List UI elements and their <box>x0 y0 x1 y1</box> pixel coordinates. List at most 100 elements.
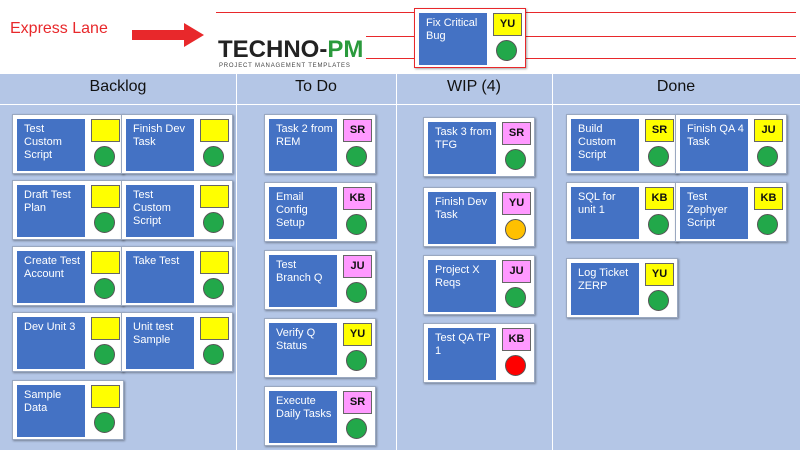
status-dot-icon <box>346 214 367 235</box>
card-title: Verify Q Status <box>269 323 337 375</box>
card-title: Test Custom Script <box>126 185 194 237</box>
status-dot-icon <box>505 219 526 240</box>
card-title: Test Custom Script <box>17 119 85 171</box>
logo-text-right: PM <box>327 36 364 63</box>
express-lane: Express Lane TECHNO-PM PROJECT MANAGEMEN… <box>0 0 800 75</box>
status-dot-icon <box>203 344 224 365</box>
techno-pm-logo: TECHNO-PM PROJECT MANAGEMENT TEMPLATES <box>214 33 366 75</box>
task-card[interactable]: Test Zephyer Script KB <box>675 182 787 242</box>
assignee-tag: KB <box>343 187 372 210</box>
card-title: Create Test Account <box>17 251 85 303</box>
assignee-tag <box>91 317 120 340</box>
card-title: Fix Critical Bug <box>419 13 487 65</box>
status-dot-icon <box>648 214 669 235</box>
card-title: Test Zephyer Script <box>680 187 748 239</box>
status-dot-icon <box>94 412 115 433</box>
card-title: Email Config Setup <box>269 187 337 239</box>
lane-divider-3 <box>552 72 553 450</box>
task-card[interactable]: Test Branch Q JU <box>264 250 376 310</box>
status-dot-icon <box>346 350 367 371</box>
assignee-tag: YU <box>493 13 522 36</box>
task-card[interactable]: Create Test Account <box>12 246 124 306</box>
task-card[interactable]: Test Custom Script <box>121 180 233 240</box>
lanes-header-border <box>0 104 800 105</box>
status-dot-icon <box>94 344 115 365</box>
status-dot-icon <box>648 290 669 311</box>
assignee-tag: YU <box>343 323 372 346</box>
task-card[interactable]: Finish Dev Task <box>121 114 233 174</box>
card-title: Build Custom Script <box>571 119 639 171</box>
task-card[interactable]: Dev Unit 3 <box>12 312 124 372</box>
card-title: Test QA TP 1 <box>428 328 496 380</box>
assignee-tag: JU <box>343 255 372 278</box>
status-dot-icon <box>505 287 526 308</box>
card-title: Project X Reqs <box>428 260 496 312</box>
red-arrow-right-icon <box>132 23 204 47</box>
task-card[interactable]: Sample Data <box>12 380 124 440</box>
status-dot-icon <box>203 146 224 167</box>
status-dot-icon <box>757 146 778 167</box>
status-dot-icon <box>203 212 224 233</box>
card-title: Execute Daily Tasks <box>269 391 337 443</box>
task-card[interactable]: Unit test Sample <box>121 312 233 372</box>
task-card[interactable]: Test QA TP 1 KB <box>423 323 535 383</box>
task-card[interactable]: Take Test <box>121 246 233 306</box>
assignee-tag: YU <box>502 192 531 215</box>
card-title: SQL for unit 1 <box>571 187 639 239</box>
assignee-tag: SR <box>343 391 372 414</box>
card-title: Finish Dev Task <box>428 192 496 244</box>
status-dot-icon <box>346 146 367 167</box>
logo-text: TECHNO-PM <box>218 36 363 64</box>
status-dot-icon <box>505 355 526 376</box>
task-card[interactable]: Draft Test Plan <box>12 180 124 240</box>
task-card[interactable]: Execute Daily Tasks SR <box>264 386 376 446</box>
assignee-tag: SR <box>502 122 531 145</box>
status-dot-icon <box>94 278 115 299</box>
task-card[interactable]: Finish Dev Task YU <box>423 187 535 247</box>
assignee-tag <box>91 185 120 208</box>
status-dot-icon <box>648 146 669 167</box>
lane-divider-1 <box>236 72 237 450</box>
lane-divider-2 <box>396 72 397 450</box>
assignee-tag: KB <box>754 187 783 210</box>
logo-subtitle: PROJECT MANAGEMENT TEMPLATES <box>219 63 351 69</box>
assignee-tag: KB <box>502 328 531 351</box>
assignee-tag: KB <box>645 187 674 210</box>
express-card[interactable]: Fix Critical Bug YU <box>414 8 526 68</box>
card-title: Finish Dev Task <box>126 119 194 171</box>
card-title: Test Branch Q <box>269 255 337 307</box>
assignee-tag <box>200 119 229 142</box>
task-card[interactable]: Log Ticket ZERP YU <box>566 258 678 318</box>
card-title: Sample Data <box>17 385 85 437</box>
task-card[interactable]: Project X Reqs JU <box>423 255 535 315</box>
lanes-top-border <box>0 72 800 74</box>
assignee-tag <box>200 185 229 208</box>
assignee-tag <box>91 251 120 274</box>
status-dot-icon <box>505 149 526 170</box>
lane-title-todo: To Do <box>295 78 337 95</box>
assignee-tag <box>200 317 229 340</box>
card-title: Log Ticket ZERP <box>571 263 639 315</box>
logo-text-left: TECHNO- <box>218 36 328 63</box>
task-card[interactable]: Finish QA 4 Task JU <box>675 114 787 174</box>
assignee-tag <box>91 385 120 408</box>
status-dot-icon <box>346 282 367 303</box>
assignee-tag: JU <box>754 119 783 142</box>
status-dot-icon <box>496 40 517 61</box>
assignee-tag: YU <box>645 263 674 286</box>
task-card[interactable]: Email Config Setup KB <box>264 182 376 242</box>
task-card[interactable]: SQL for unit 1 KB <box>566 182 678 242</box>
assignee-tag: SR <box>343 119 372 142</box>
assignee-tag: JU <box>502 260 531 283</box>
status-dot-icon <box>346 418 367 439</box>
express-lane-label: Express Lane <box>10 20 108 37</box>
lane-title-done: Done <box>656 78 696 95</box>
assignee-tag <box>200 251 229 274</box>
task-card[interactable]: Verify Q Status YU <box>264 318 376 378</box>
lane-title-wip: WIP (4) <box>447 78 501 95</box>
task-card[interactable]: Test Custom Script <box>12 114 124 174</box>
card-title: Finish QA 4 Task <box>680 119 748 171</box>
